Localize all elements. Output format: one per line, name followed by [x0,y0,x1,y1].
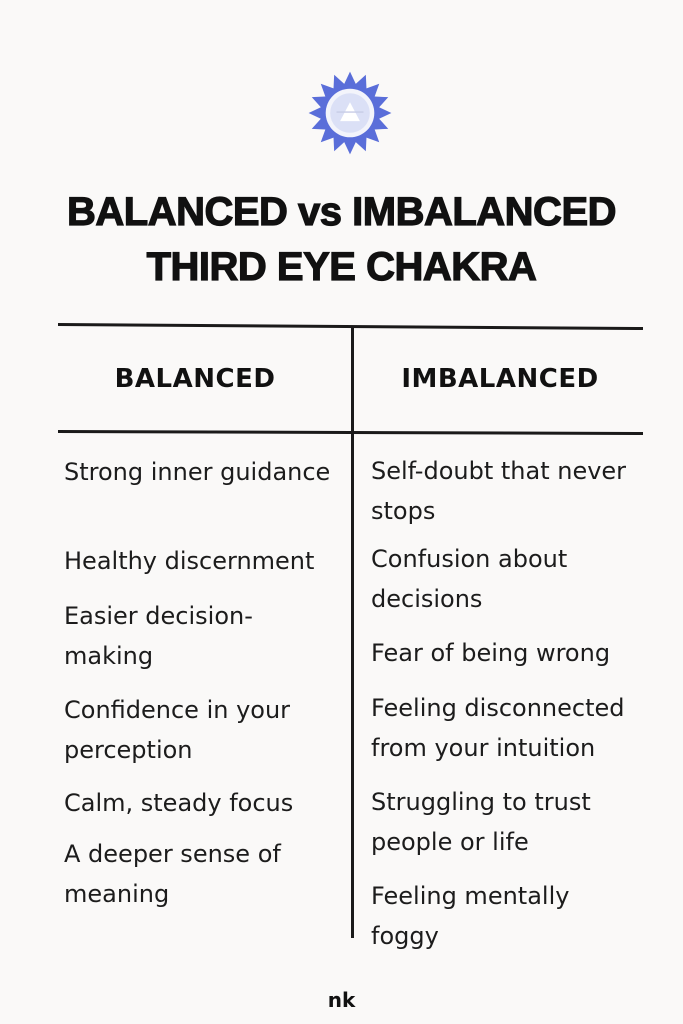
balanced-item: Healthy discernment [64,547,315,575]
balanced-item: Strong inner guidance [64,458,331,486]
column-divider [351,328,354,938]
imbalanced-item: Fear of being wrong [371,639,611,667]
imbalanced-item: Feeling disconnected from your intuition [371,694,625,762]
title-line-2: THIRD EYE CHAKRA [146,244,537,289]
imbalanced-item: Feeling mentally foggy [371,882,570,950]
balanced-item: Calm, steady focus [64,789,294,817]
brand-logo: nk [327,988,356,1012]
balanced-item: A deeper sense of meaning [64,840,281,908]
third-eye-chakra-icon [308,71,392,155]
imbalanced-header: IMBALANCED [401,364,599,394]
balanced-item: Confidence in your perception [64,696,291,764]
imbalanced-item: Struggling to trust people or life [371,788,591,856]
balanced-header: BALANCED [114,364,276,394]
imbalanced-item: Confusion about decisions [371,545,568,613]
title-line-1: BALANCED vs IMBALANCED [66,189,617,234]
imbalanced-item: Self-doubt that never stops [371,457,627,525]
balanced-item: Easier decision-making [64,602,253,670]
